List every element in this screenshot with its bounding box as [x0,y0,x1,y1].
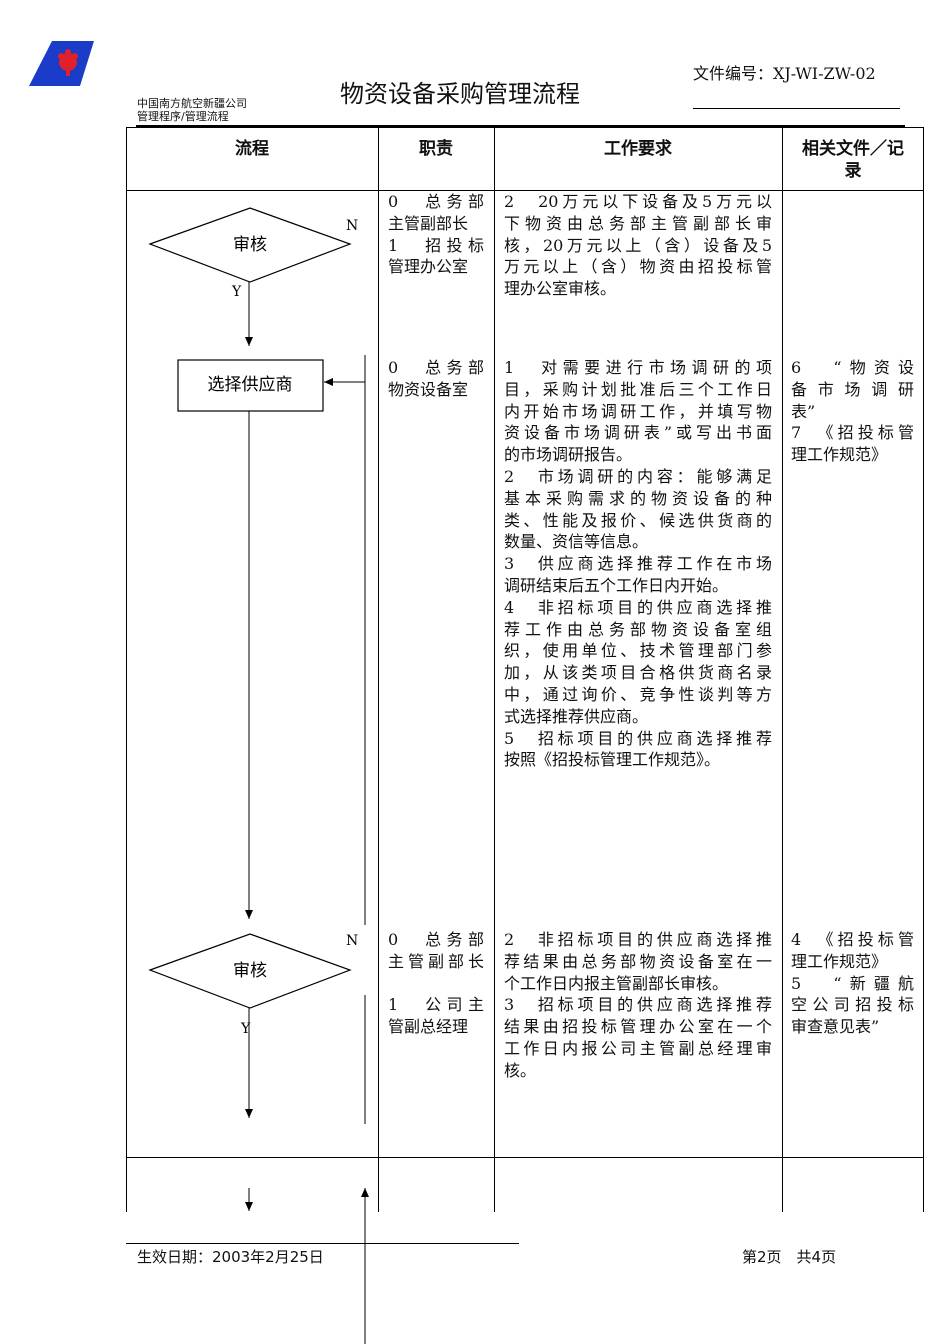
column-header-duty: 职责 [419,139,453,159]
review-label: 审核 [233,235,267,255]
text-line: 1 招投标 [388,235,484,255]
text-line: 5 招标项目的供应商选择推荐 [504,728,772,748]
yes-label: Y [231,284,242,300]
text-line: 数量、资信等信息。 [504,532,649,552]
text-line: 主管副部长 [388,951,484,971]
text-line: 下物资由总务部主管副部长审 [504,213,772,233]
select-supplier-step: 选择供应商 [177,359,324,412]
text-line: 审查意见表” [791,1017,880,1037]
text-line: 7 《招投标管 [791,423,914,443]
text-line: 4 《招投标管 [791,930,914,949]
no-label: N [346,218,358,234]
text-line: 式选择推荐供应商。 [504,706,649,726]
text-line: 管理办公室 [388,257,469,277]
column-header-requirements: 工作要求 [604,139,672,159]
text-line: 1 对需要进行市场调研的项 [504,358,772,377]
review-decision-2: 审核 N Y [148,933,358,1037]
footer-divider [126,1243,519,1244]
column-header-documents: 相关文件／记 录 [802,139,904,181]
review-label: 审核 [233,961,267,981]
text-line: 0 总务部 [388,358,484,377]
text-line: 5 “新疆航 [791,973,914,993]
text-line: 荐工作由总务部物资设备室组 [504,619,772,639]
text-line: 4 非招标项目的供应商选择推 [504,597,772,617]
text-line: 核。 [504,1060,537,1080]
column-header-flow: 流程 [235,139,269,159]
text-line: 工作日内报公司主管副总经理审 [504,1038,772,1058]
text-line: 的市场调研报告。 [504,445,633,465]
text-line: 3 供应商选择推荐工作在市场 [504,554,772,574]
text-line: 2 市场调研的内容：能够满足 [504,466,772,486]
doc-category: 管理程序/管理流程 [137,110,229,123]
requirements-cell: 2 20万元以下设备及5万元以下物资由总务部主管副部长审核，20万元以上（含）设… [504,191,772,300]
text-line: 0 总务部 [388,192,484,211]
text-line: 2 非招标项目的供应商选择推 [504,930,772,949]
text-line: 空公司招投标 [791,995,914,1015]
duty-cell: 0 总务部主管副部长 1 公司主管副总经理 [388,929,484,1038]
text-line: 2 20万元以下设备及5万元以 [504,192,772,211]
text-line: 3 招标项目的供应商选择推荐 [504,995,772,1015]
effective-date: 生效日期：2003年2月25日 [137,1248,324,1266]
text-line: 按照《招投标管理工作规范》。 [504,750,721,770]
requirements-cell: 2 非招标项目的供应商选择推荐结果由总务部物资设备室在一个工作日内报主管副部长审… [504,929,772,1082]
text-line: 万元以上（含）物资由招投标管 [504,257,772,277]
text-line: 结果由招投标管理办公室在一个 [504,1017,772,1037]
page-number: 第2页 共4页 [742,1248,837,1266]
step-label: 选择供应商 [208,375,293,395]
duty-cell: 0 总务部物资设备室 [388,357,484,401]
text-line: 0 总务部 [388,930,484,949]
divider [693,108,900,109]
text-line: 理工作规范》 [791,445,888,465]
document-number: 文件编号：XJ-WI-ZW-02 [693,64,876,83]
documents-cell: 4 《招投标管理工作规范》5 “新疆航空公司招投标审查意见表” [791,929,914,1038]
text-line: 管副总经理 [388,1017,469,1037]
text-line: 核，20万元以上（含）设备及5 [504,235,772,255]
requirements-cell: 1 对需要进行市场调研的项目，采购计划批准后三个工作日内开始市场调研工作，并填写… [504,357,772,771]
text-line: 目，采购计划批准后三个工作日 [504,379,772,399]
text-line: 表” [791,401,816,421]
text-line: 加，从该类项目合格供货商名录 [504,663,772,683]
text-line: 主管副部长 [388,213,469,233]
text-line: 荐结果由总务部物资设备室在一 [504,951,772,971]
text-line: 备市场调研 [791,379,914,399]
org-name: 中国南方航空新疆公司 [137,97,247,110]
company-logo [29,41,94,86]
text-line: 1 公司主 [388,995,484,1015]
no-label: N [346,933,358,949]
text-line: 个工作日内报主管副部长审核。 [504,973,729,993]
header-divider [136,125,905,127]
org-info: 中国南方航空新疆公司 管理程序/管理流程 [137,97,247,123]
text-line: 资设备市场调研表”或写出书面 [504,423,772,443]
text-line: 物资设备室 [388,379,469,399]
yes-label: Y [240,1021,251,1037]
text-line: 内开始市场调研工作，并填写物 [504,401,772,421]
text-line: 理办公室审核。 [504,279,617,299]
text-line: 理工作规范》 [791,951,888,971]
text-line: 调研结束后五个工作日内开始。 [504,575,729,595]
documents-cell: 6 “物资设备市场调研表”7 《招投标管理工作规范》 [791,357,914,466]
text-line: 类、性能及报价、候选供货商的 [504,510,772,530]
page-title: 物资设备采购管理流程 [340,80,580,108]
text-line: 基本采购需求的物资设备的种 [504,488,772,508]
text-line: 织，使用单位、技术管理部门参 [504,641,772,661]
text-line: 6 “物资设 [791,358,914,377]
text-line: 中，通过询价、竞争性谈判等方 [504,684,772,704]
review-decision-1: 审核 N Y [148,207,358,300]
